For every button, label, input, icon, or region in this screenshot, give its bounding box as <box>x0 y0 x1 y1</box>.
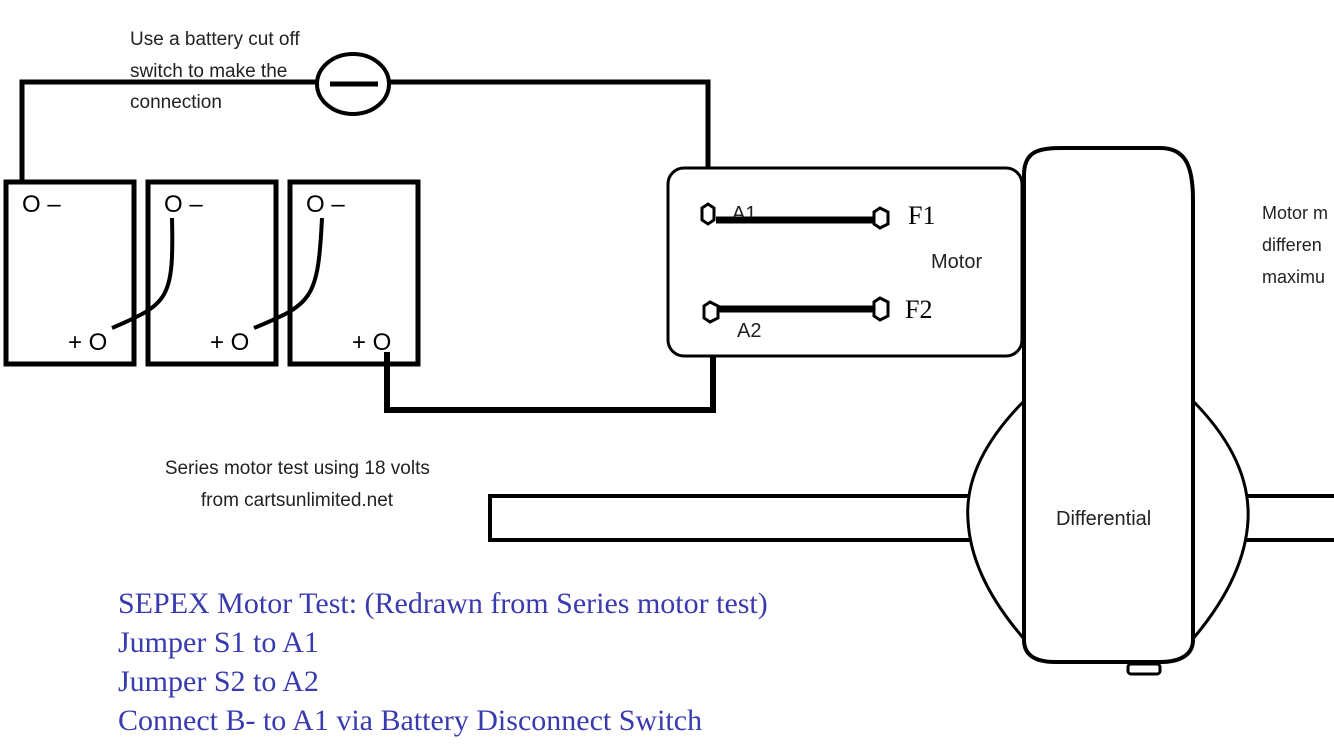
motor: Motor A1 F1 A2 F2 <box>666 166 1024 358</box>
sepex-test-notes: SEPEX Motor Test: (Redrawn from Series m… <box>118 584 768 740</box>
differential: Differential <box>966 146 1250 676</box>
note-jumper-s2: Jumper S2 to A2 <box>118 665 319 698</box>
battery-negative-terminal: O – <box>22 191 61 218</box>
side-note-line: Motor m <box>1262 203 1328 223</box>
a1-terminal-nut <box>700 202 716 226</box>
battery-positive-terminal: + O <box>210 329 249 356</box>
cutoff-note: Use a battery cut off switch to make the… <box>130 29 305 113</box>
series-note: Series motor test using 18 volts from ca… <box>165 458 435 511</box>
cutoff-note-line: switch to make the <box>130 61 287 82</box>
cutoff-note-line: Use a battery cut off <box>130 29 300 50</box>
battery-2: O – + O <box>145 179 279 367</box>
battery-negative-terminal: O – <box>306 191 345 218</box>
cutoff-note-line: connection <box>130 92 222 113</box>
a2-terminal-nut <box>702 300 720 324</box>
f1-terminal-nut <box>872 206 890 230</box>
side-note-cropped: Motor m differen maximu <box>1262 203 1333 287</box>
f2-label: F2 <box>905 295 932 324</box>
wire-switch-to-a1 <box>390 79 711 196</box>
battery-positive-terminal: + O <box>68 329 107 356</box>
battery-positive-terminal: + O <box>352 329 391 356</box>
note-title: SEPEX Motor Test: (Redrawn from Series m… <box>118 587 768 620</box>
series-note-line: from cartsunlimited.net <box>201 490 394 511</box>
note-connect-b-minus: Connect B- to A1 via Battery Disconnect … <box>118 704 703 737</box>
battery-negative-terminal: O – <box>164 191 203 218</box>
differential-label: Differential <box>1056 508 1151 530</box>
side-note-line: differen <box>1262 235 1322 255</box>
wire-battery-to-switch <box>19 79 318 185</box>
series-note-line: Series motor test using 18 volts <box>165 458 430 479</box>
jumper-battery-1-2 <box>111 217 175 330</box>
jumper-battery-2-3 <box>253 217 324 330</box>
battery-1: O – + O <box>3 179 137 367</box>
wire-battery-to-a2 <box>384 318 716 413</box>
f1-label: F1 <box>908 201 935 230</box>
note-jumper-s1: Jumper S1 to A1 <box>118 626 319 659</box>
battery-3: O – + O <box>287 179 421 367</box>
battery-cutoff-switch <box>315 52 391 116</box>
motor-label: Motor <box>931 251 982 273</box>
a2-label: A2 <box>737 320 761 342</box>
f2-terminal-nut <box>872 296 890 322</box>
side-note-line: maximu <box>1262 267 1325 287</box>
